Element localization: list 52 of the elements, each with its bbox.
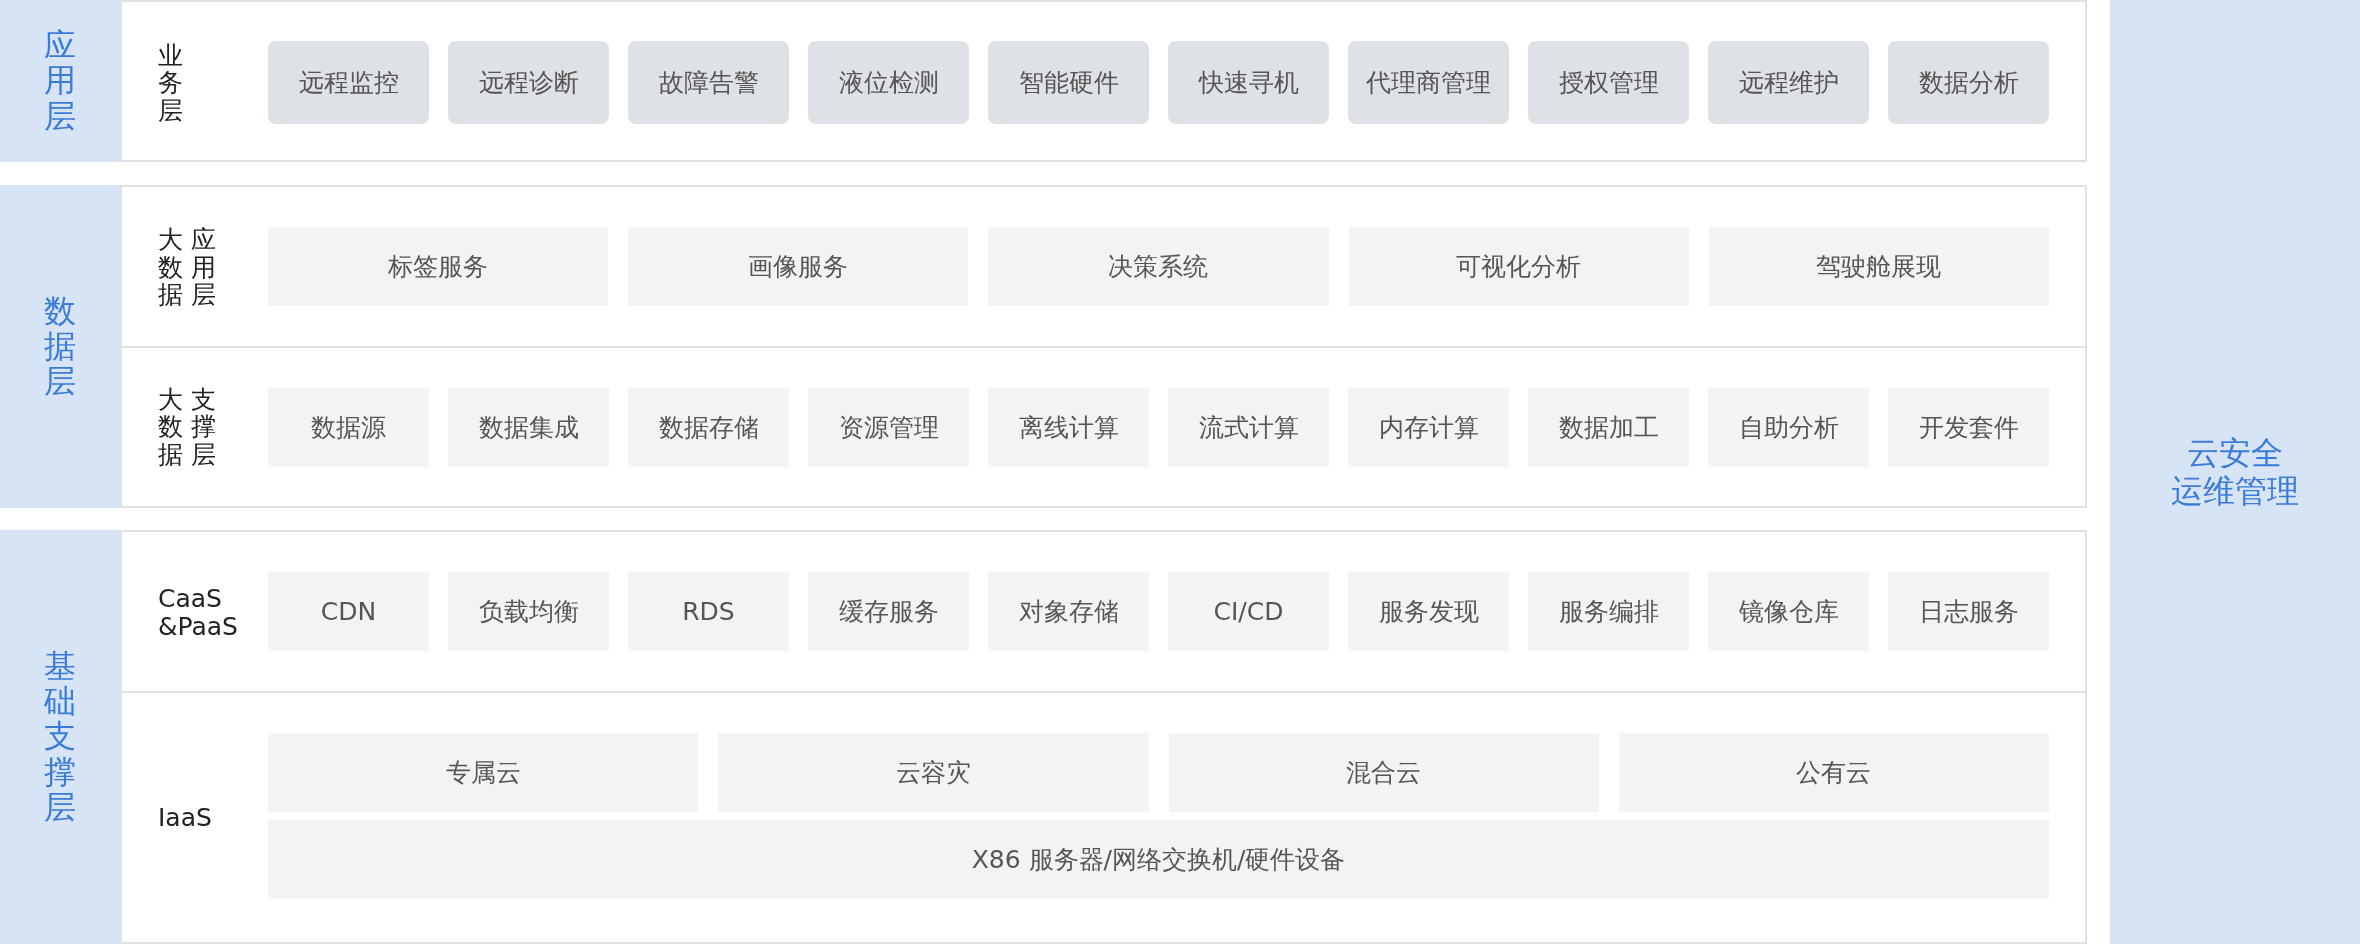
row-label: 业务层 (158, 41, 183, 125)
module-box: 画像服务 (628, 227, 969, 306)
row-label: 大数据支撑层 (158, 385, 216, 469)
module-box: 驾驶舱展现 (1708, 227, 2049, 306)
module-box: X86 服务器/网络交换机/硬件设备 (268, 820, 2049, 899)
module-box: 可视化分析 (1348, 227, 1689, 306)
module-box: 数据存储 (628, 388, 789, 467)
module-box: 故障告警 (628, 41, 789, 124)
layer-panel (120, 185, 2087, 508)
module-box: 数据分析 (1888, 41, 2049, 124)
row-label: CaaS &PaaS (158, 585, 238, 640)
module-box: 缓存服务 (808, 572, 969, 651)
layer-band: 基础支撑层 (0, 530, 120, 944)
module-box: CDN (268, 572, 429, 651)
module-box: 对象存储 (988, 572, 1149, 651)
module-box: 日志服务 (1888, 572, 2049, 651)
layer-panel (120, 0, 2087, 162)
module-box: 决策系统 (988, 227, 1329, 306)
module-box: 镜像仓库 (1708, 572, 1869, 651)
module-box: RDS (628, 572, 789, 651)
module-box: 混合云 (1168, 733, 1599, 812)
module-box: 离线计算 (988, 388, 1149, 467)
module-box: 负载均衡 (448, 572, 609, 651)
layer-band: 云安全运维管理 (2110, 0, 2360, 944)
module-box: 远程维护 (1708, 41, 1869, 124)
module-box: 服务发现 (1348, 572, 1509, 651)
module-box: 标签服务 (268, 227, 609, 306)
module-box: 流式计算 (1168, 388, 1329, 467)
module-box: 数据源 (268, 388, 429, 467)
module-box: 代理商管理 (1348, 41, 1509, 124)
module-box: 数据集成 (448, 388, 609, 467)
module-box: 数据加工 (1528, 388, 1689, 467)
module-box: 云容灾 (718, 733, 1149, 812)
module-box: 开发套件 (1888, 388, 2049, 467)
module-box: 授权管理 (1528, 41, 1689, 124)
module-box: 液位检测 (808, 41, 969, 124)
module-box: 远程诊断 (448, 41, 609, 124)
module-box: 智能硬件 (988, 41, 1149, 124)
row-label: 大数据应用层 (158, 226, 216, 309)
module-box: 专属云 (268, 733, 699, 812)
layer-panel (120, 530, 2087, 944)
row-label: IaaS (158, 803, 213, 832)
module-box: CI/CD (1168, 572, 1329, 651)
module-box: 资源管理 (808, 388, 969, 467)
module-box: 服务编排 (1528, 572, 1689, 651)
module-box: 公有云 (1618, 733, 2049, 812)
module-box: 内存计算 (1348, 388, 1509, 467)
layer-band: 应用层 (0, 0, 120, 162)
module-box: 远程监控 (268, 41, 429, 124)
module-box: 自助分析 (1708, 388, 1869, 467)
layer-band: 数据层 (0, 185, 120, 508)
module-box: 快速寻机 (1168, 41, 1329, 124)
